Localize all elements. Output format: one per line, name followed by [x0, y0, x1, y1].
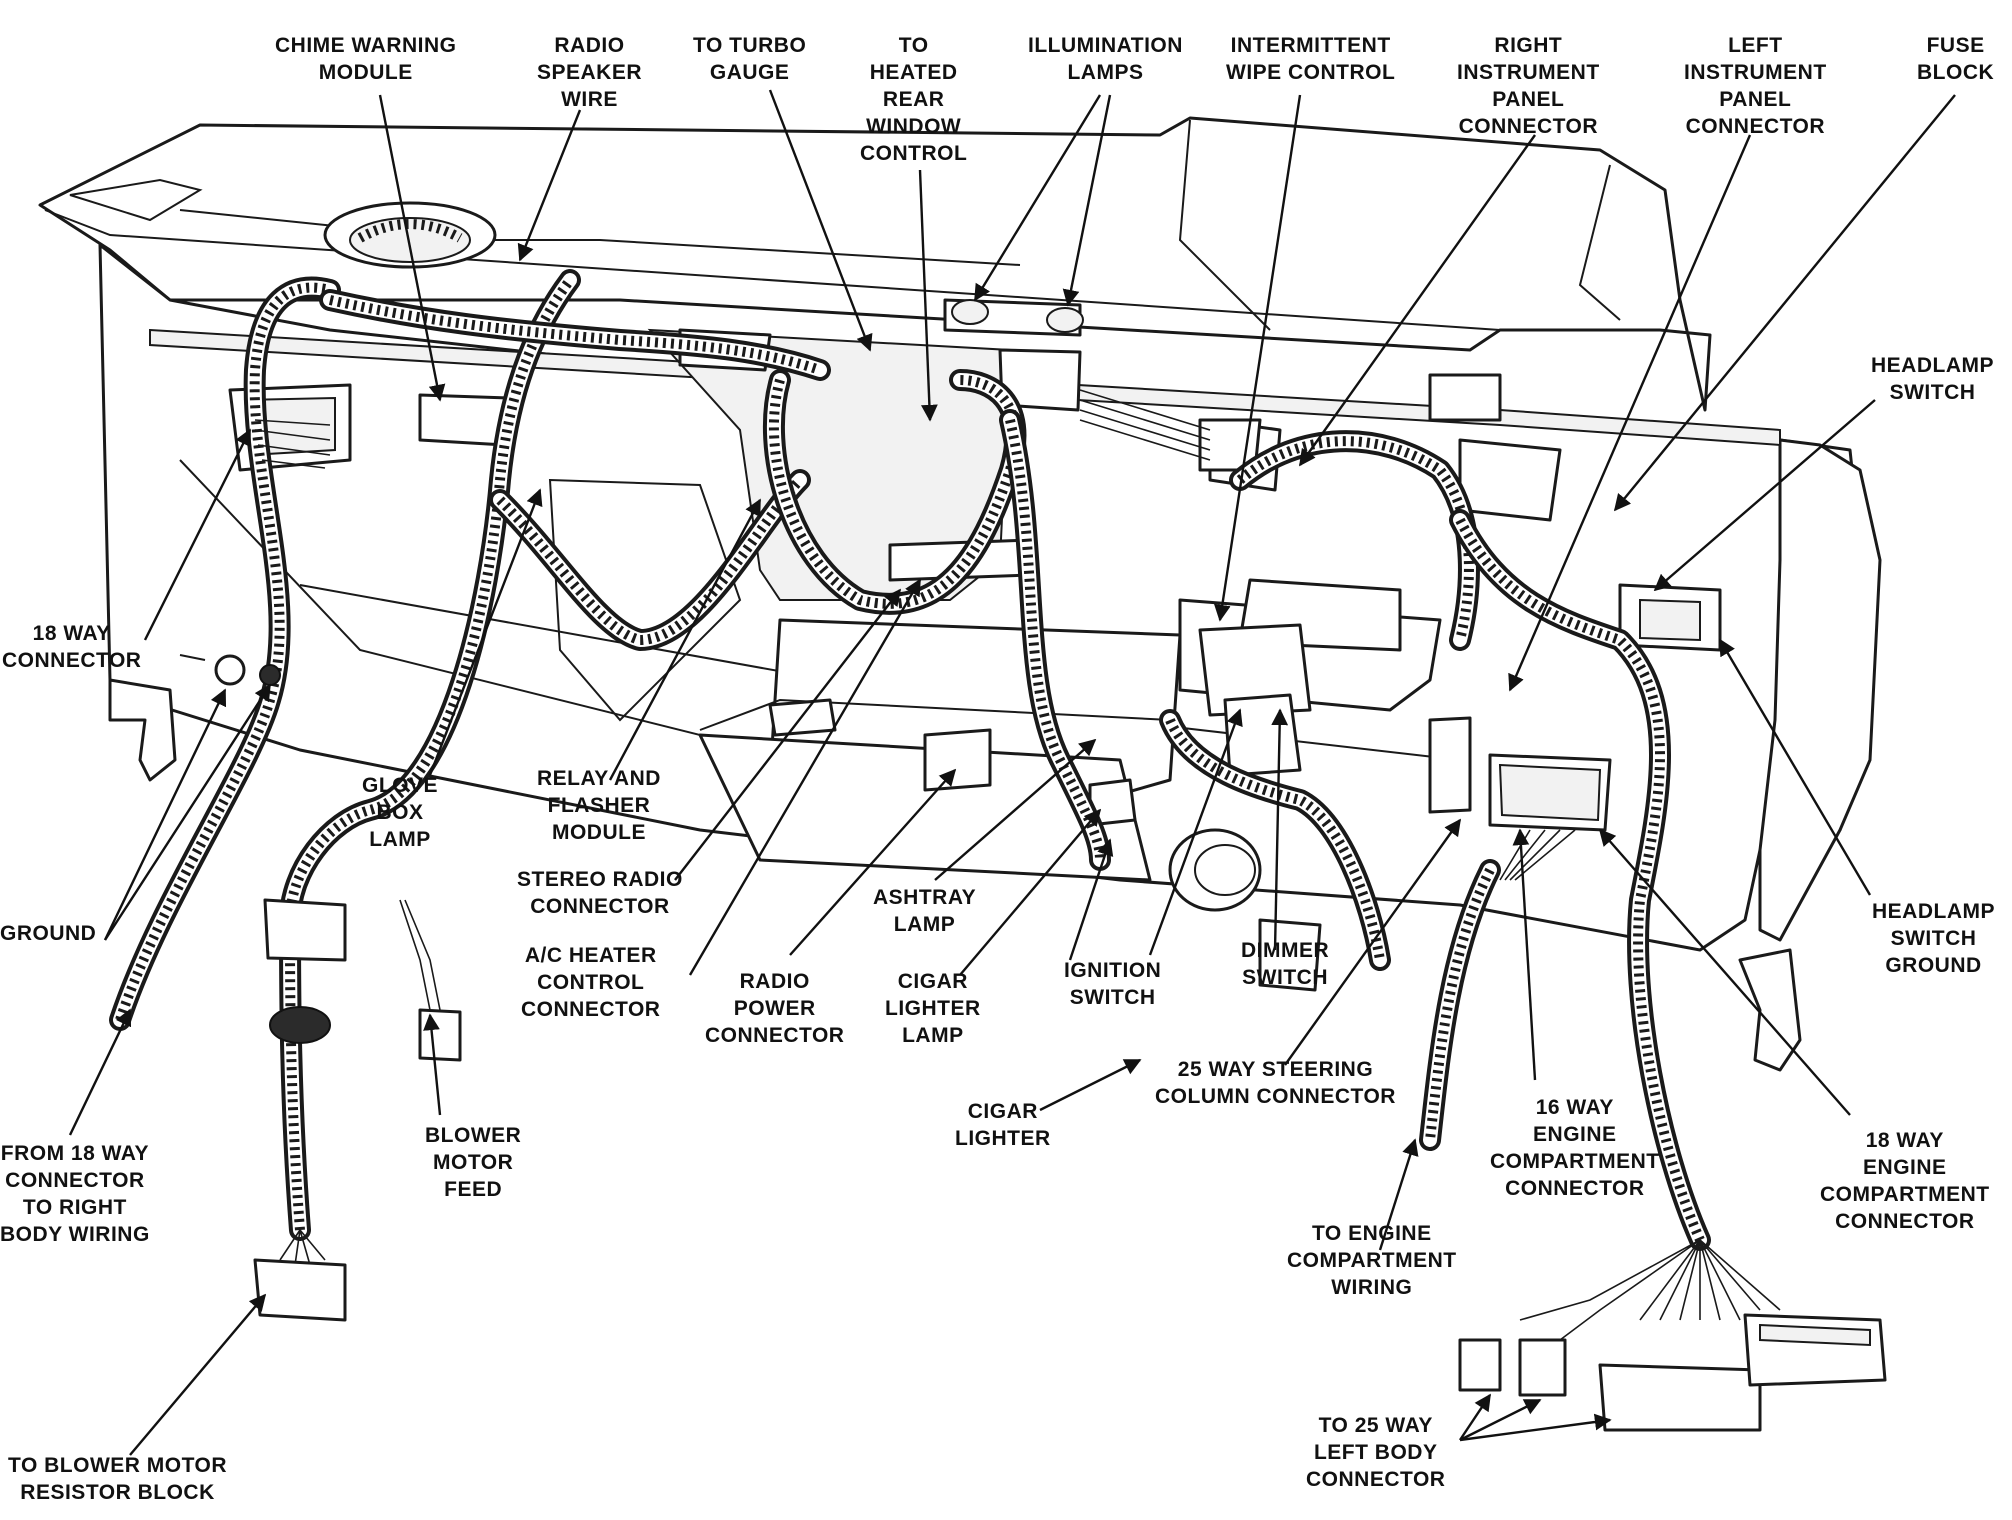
label-ashtray-lamp: ASHTRAY LAMP [873, 886, 977, 936]
wire-strands [254, 389, 1781, 1341]
label-chime-warning-module: CHIME WARNING MODULE [275, 34, 457, 84]
label-to-turbo-gauge: TO TURBO GAUGE [693, 34, 807, 84]
label-relay-and-flasher-module: RELAY AND FLASHER MODULE [537, 767, 661, 844]
label-radio-power-connector: RADIO POWER CONNECTOR [705, 970, 845, 1047]
label-cigar-lighter: CIGAR LIGHTER [955, 1100, 1051, 1150]
label-16-way-engine-compartment-connector: 16 WAY ENGINE COMPARTMENT CONNECTOR [1490, 1096, 1660, 1200]
label-radio-speaker-wire: RADIO SPEAKER WIRE [537, 34, 643, 111]
label-stereo-radio-connector: STEREO RADIO CONNECTOR [517, 868, 683, 918]
label-illumination-lamps: ILLUMINATION LAMPS [1028, 34, 1183, 84]
label-to-heated-rear-window-control: TO HEATED REAR WINDOW CONTROL [860, 34, 968, 165]
label-ignition-switch: IGNITION SWITCH [1064, 959, 1162, 1009]
label-from-18-way-connector: FROM 18 WAY CONNECTOR TO RIGHT BODY WIRI… [0, 1142, 150, 1246]
label-glove-box-lamp: GLOVE BOX LAMP [362, 774, 439, 851]
label-blower-motor-feed: BLOWER MOTOR FEED [425, 1124, 522, 1201]
label-dimmer-switch: DIMMER SWITCH [1241, 939, 1330, 989]
label-right-instrument-panel-connector: RIGHT INSTRUMENT PANEL CONNECTOR [1457, 34, 1600, 138]
label-headlamp-switch-ground: HEADLAMP SWITCH GROUND [1872, 900, 1995, 977]
illumination-lamp-bulbs [943, 298, 1084, 337]
label-cigar-lighter-lamp: CIGAR LIGHTER LAMP [885, 970, 981, 1047]
label-to-25-way-left-body-connector: TO 25 WAY LEFT BODY CONNECTOR [1306, 1414, 1446, 1491]
label-to-blower-motor-resistor-block: TO BLOWER MOTOR RESISTOR BLOCK [8, 1454, 228, 1504]
radio-speaker [323, 201, 497, 269]
label-ground: GROUND [0, 922, 97, 945]
ground-screw [179, 654, 281, 686]
label-fuse-block: FUSE BLOCK [1917, 34, 1995, 84]
label-to-engine-compartment-wiring: TO ENGINE COMPARTMENT WIRING [1287, 1222, 1457, 1299]
label-25-way-steering-column-connector: 25 WAY STEERING COLUMN CONNECTOR [1155, 1058, 1396, 1108]
label-intermittent-wipe-control: INTERMITTENT WIPE CONTROL [1226, 34, 1396, 84]
label-headlamp-switch: HEADLAMP SWITCH [1871, 354, 1994, 404]
label-ac-heater-control-connector: A/C HEATER CONTROL CONNECTOR [521, 944, 661, 1021]
label-18-way-connector: 18 WAY CONNECTOR [2, 622, 142, 672]
label-18-way-engine-compartment-connector: 18 WAY ENGINE COMPARTMENT CONNECTOR [1820, 1129, 1990, 1233]
leader-lines [68, 89, 1956, 1456]
end-connectors [253, 898, 1887, 1432]
label-left-instrument-panel-connector: LEFT INSTRUMENT PANEL CONNECTOR [1684, 34, 1827, 138]
